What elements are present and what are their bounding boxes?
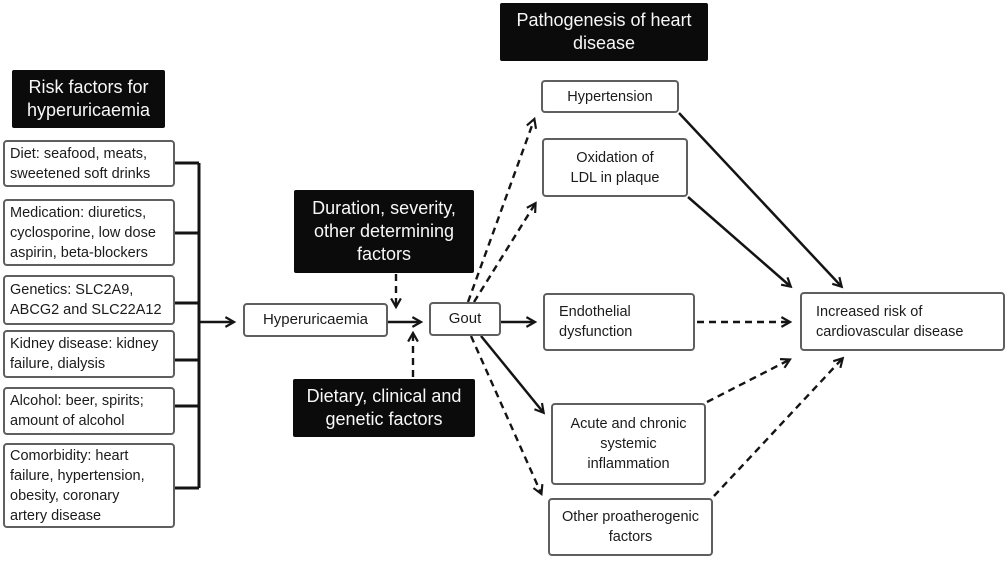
arrow-gout-to-inflammation [480,335,543,412]
mechanism-box-ldl-oxidation: Oxidation of LDL in plaque [542,138,688,197]
risk-factor-box-kidney-disease: Kidney disease: kidney failure, dialysis [3,330,175,378]
hyperuricaemia-node: Hyperuricaemia [243,303,388,337]
duration-modifier-box: Duration, severity, other determining fa… [294,190,474,273]
arrow-inflammation-to-outcome [706,360,789,404]
risk-factor-box-medication: Medication: diuretics, cyclosporine, low… [3,199,175,266]
gout-node: Gout [429,302,501,336]
mechanism-box-hypertension: Hypertension [541,80,679,113]
risk-factor-box-genetics: Genetics: SLC2A9, ABCG2 and SLC22A12 [3,275,175,325]
arrow-hypertension-to-outcome [678,112,841,286]
mechanism-box-proatherogenic-factors: Other proatherogenic factors [548,498,713,556]
pathogenesis-header: Pathogenesis of heart disease [500,3,708,61]
risk-factors-header: Risk factors for hyperuricaemia [12,70,165,128]
risk-factor-connector-tree [174,161,201,490]
outcome-box-cardiovascular-risk: Increased risk of cardiovascular disease [800,292,1005,351]
dietary-modifier-box: Dietary, clinical and genetic factors [293,379,475,437]
arrow-gout-to-ldl [472,204,535,303]
arrow-ldl-to-outcome [687,196,790,286]
arrow-gout-to-proatherogenic [469,335,541,493]
arrow-gout-to-hypertension [466,120,534,303]
arrow-proatherogenic-to-outcome [713,359,842,497]
mechanism-box-endothelial-dysfunction: Endothelial dysfunction [543,293,695,351]
mechanism-box-systemic-inflammation: Acute and chronic systemic inflammation [551,403,706,485]
risk-factor-box-alcohol: Alcohol: beer, spirits; amount of alcoho… [3,387,175,435]
risk-factor-box-comorbidity: Comorbidity: heart failure, hypertension… [3,443,175,528]
risk-factor-box-diet: Diet: seafood, meats, sweetened soft dri… [3,140,175,187]
